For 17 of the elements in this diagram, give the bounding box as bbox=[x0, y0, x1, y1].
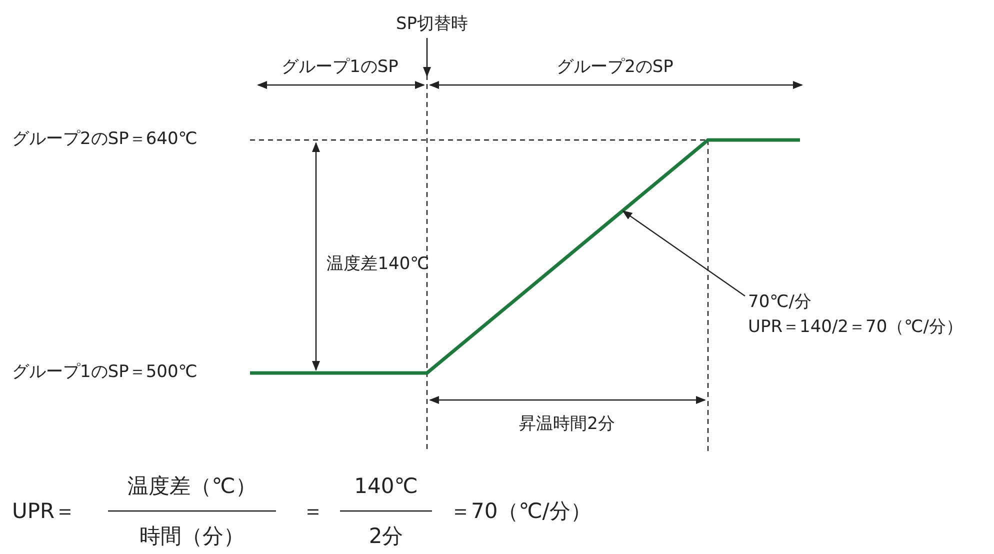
formula-text: ＝ bbox=[302, 501, 324, 522]
dimension-label: 昇温時間2分 bbox=[519, 416, 615, 433]
formula-text: ＝70（℃/分） bbox=[450, 501, 592, 522]
formula-text: UPR＝ bbox=[12, 501, 76, 522]
annotation-text: UPR＝140/2＝70（℃/分） bbox=[748, 319, 963, 336]
annotation-text: 70℃/分 bbox=[748, 294, 812, 311]
dimension-label: グループ2のSP bbox=[556, 59, 674, 76]
dimension-label: グループ2のSP＝640℃ bbox=[12, 131, 198, 148]
formula-text: 2分 bbox=[368, 526, 404, 547]
dimension-label: グループ1のSP＝500℃ bbox=[12, 364, 198, 381]
dimension-label: 温度差140℃ bbox=[326, 256, 430, 273]
formula-text: 時間（分） bbox=[140, 526, 244, 547]
formula-text: 温度差（℃） bbox=[128, 476, 256, 497]
arrow-label: SP切替時 bbox=[396, 16, 468, 33]
dimension-label: グループ1のSP bbox=[282, 59, 398, 76]
leader-line bbox=[622, 210, 746, 296]
formula-text: 140℃ bbox=[354, 476, 418, 497]
